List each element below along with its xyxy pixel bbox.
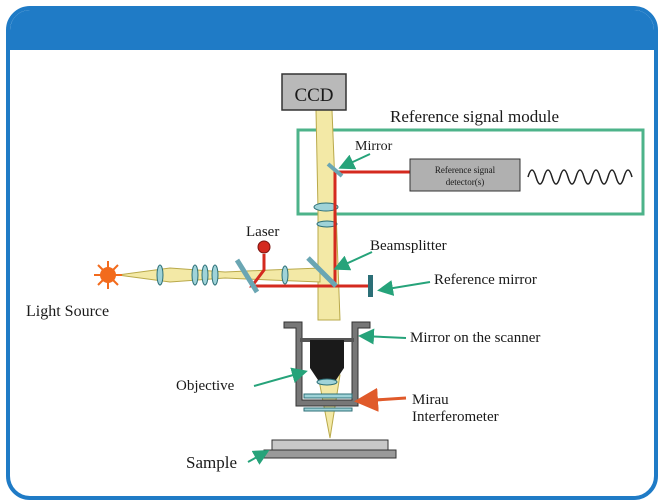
reference-mirror-label: Reference mirror [434, 272, 537, 288]
reference-module-label: Reference signal module [390, 107, 559, 126]
beamsplitter-arrow [333, 251, 373, 271]
source-beam [117, 267, 321, 283]
mirror-on-scanner-arrow [358, 328, 407, 345]
light-source-icon [94, 261, 122, 289]
module-mirror [326, 162, 344, 178]
card-header-bar [10, 10, 654, 50]
beamsplitter-label: Beamsplitter [370, 238, 447, 254]
detector-label-1: Reference signal [435, 165, 496, 175]
laser-beam-path [249, 254, 370, 288]
detector-label-2: detector(s) [446, 177, 484, 187]
sample-arrow [247, 450, 270, 465]
sample-label: Sample [186, 453, 237, 472]
tube-lens [313, 202, 339, 212]
ccd-label: CCD [294, 85, 333, 106]
collimator-lens-2 [191, 264, 199, 286]
reference-mirror [368, 275, 373, 297]
reference-module-box [296, 128, 645, 216]
collimator-lens-3 [201, 264, 209, 286]
signal-waveform [527, 169, 633, 185]
main-beamsplitter [306, 256, 338, 288]
sample-stage [263, 439, 397, 459]
field-lens [281, 265, 289, 285]
light-source-label: Light Source [26, 303, 109, 320]
mirror-label: Mirror [355, 139, 393, 154]
mirror-on-scanner-label: Mirror on the scanner [410, 330, 540, 346]
relay-lens [316, 220, 338, 228]
mirau-label-1: Mirau [412, 392, 449, 408]
laser-source [257, 240, 271, 254]
detector-box [409, 158, 521, 192]
ccd-camera [281, 73, 347, 111]
laser-label: Laser [246, 224, 279, 240]
mirror-arrow [338, 153, 371, 170]
reference-mirror-arrow [377, 280, 431, 296]
collimator-lens-4 [211, 264, 219, 286]
reference-laser-path [333, 170, 410, 286]
laser-beamsplitter [234, 258, 260, 294]
mirau-interferometer [303, 393, 353, 412]
objective-lens [310, 340, 344, 386]
mirau-arrow [354, 387, 407, 412]
mirau-label-2: Interferometer [412, 409, 499, 425]
objective-arrow [253, 367, 308, 387]
objective-label: Objective [176, 378, 235, 394]
collimator-lens-1 [156, 264, 164, 286]
